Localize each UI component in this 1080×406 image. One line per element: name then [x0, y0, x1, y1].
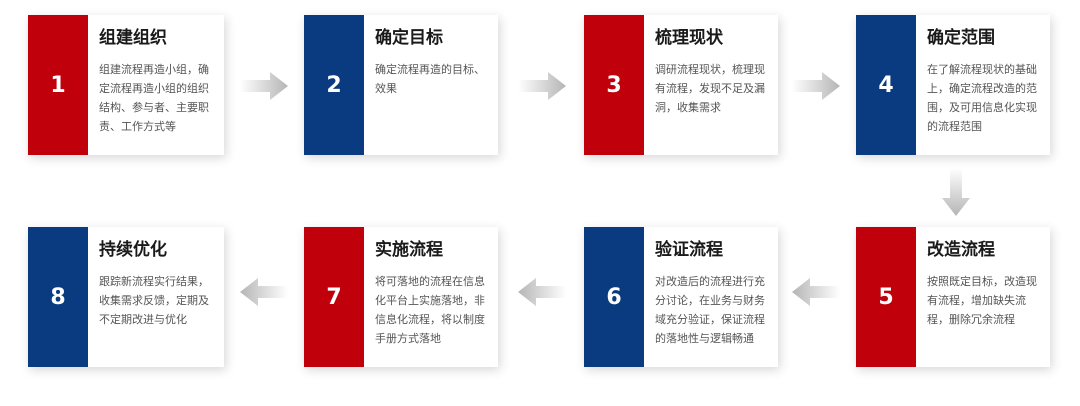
- step-desc-6: 对改造后的流程进行充分讨论，在业务与财务域充分验证，保证流程的落地性与逻辑畅通: [655, 275, 765, 345]
- step-desc-8: 跟踪新流程实行结果，收集需求反馈，定期及不定期改进与优化: [99, 275, 209, 326]
- step-number-4: 4: [856, 15, 916, 155]
- step-card-1: 1 组建组织 组建流程再造小组，确定流程再造小组的组织结构、参与者、主要职责、工…: [28, 15, 224, 155]
- step-number-1: 1: [28, 15, 88, 155]
- step-desc-4: 在了解流程现状的基础上，确定流程改造的范围，及可用信息化实现的流程范围: [927, 63, 1037, 133]
- step-title-1: 组建组织: [99, 28, 167, 48]
- step-desc-7: 将可落地的流程在信息化平台上实施落地，非信息化流程，将以制度手册方式落地: [375, 275, 485, 345]
- step-card-2: 2 确定目标 确定流程再造的目标、效果: [304, 15, 498, 155]
- step-number-2: 2: [304, 15, 364, 155]
- step-title-3: 梳理现状: [655, 28, 723, 48]
- step-number-3: 3: [584, 15, 644, 155]
- arrow-right-2-3-icon: [518, 72, 566, 100]
- arrow-right-1-2-icon: [240, 72, 288, 100]
- step-card-3: 3 梳理现状 调研流程现状，梳理现有流程，发现不足及漏洞，收集需求: [584, 15, 778, 155]
- step-number-5: 5: [856, 227, 916, 367]
- step-desc-2: 确定流程再造的目标、效果: [375, 63, 485, 95]
- step-desc-3: 调研流程现状，梳理现有流程，发现不足及漏洞，收集需求: [655, 63, 765, 114]
- step-card-8: 8 持续优化 跟踪新流程实行结果，收集需求反馈，定期及不定期改进与优化: [28, 227, 224, 367]
- step-title-6: 验证流程: [655, 240, 723, 260]
- arrow-left-5-6-icon: [792, 278, 840, 306]
- step-number-8: 8: [28, 227, 88, 367]
- arrow-left-6-7-icon: [518, 278, 566, 306]
- arrow-left-7-8-icon: [240, 278, 288, 306]
- arrow-right-3-4-icon: [792, 72, 840, 100]
- step-desc-5: 按照既定目标，改造现有流程，增加缺失流程，删除冗余流程: [927, 275, 1037, 326]
- step-card-6: 6 验证流程 对改造后的流程进行充分讨论，在业务与财务域充分验证，保证流程的落地…: [584, 227, 778, 367]
- step-number-7: 7: [304, 227, 364, 367]
- step-desc-1: 组建流程再造小组，确定流程再造小组的组织结构、参与者、主要职责、工作方式等: [99, 63, 209, 133]
- step-card-4: 4 确定范围 在了解流程现状的基础上，确定流程改造的范围，及可用信息化实现的流程…: [856, 15, 1050, 155]
- step-title-7: 实施流程: [375, 240, 443, 260]
- step-title-8: 持续优化: [99, 240, 167, 260]
- step-title-4: 确定范围: [927, 28, 995, 48]
- step-title-2: 确定目标: [375, 28, 443, 48]
- step-title-5: 改造流程: [927, 240, 995, 260]
- step-card-7: 7 实施流程 将可落地的流程在信息化平台上实施落地，非信息化流程，将以制度手册方…: [304, 227, 498, 367]
- arrow-down-4-5-icon: [942, 168, 970, 216]
- step-number-6: 6: [584, 227, 644, 367]
- step-card-5: 5 改造流程 按照既定目标，改造现有流程，增加缺失流程，删除冗余流程: [856, 227, 1050, 367]
